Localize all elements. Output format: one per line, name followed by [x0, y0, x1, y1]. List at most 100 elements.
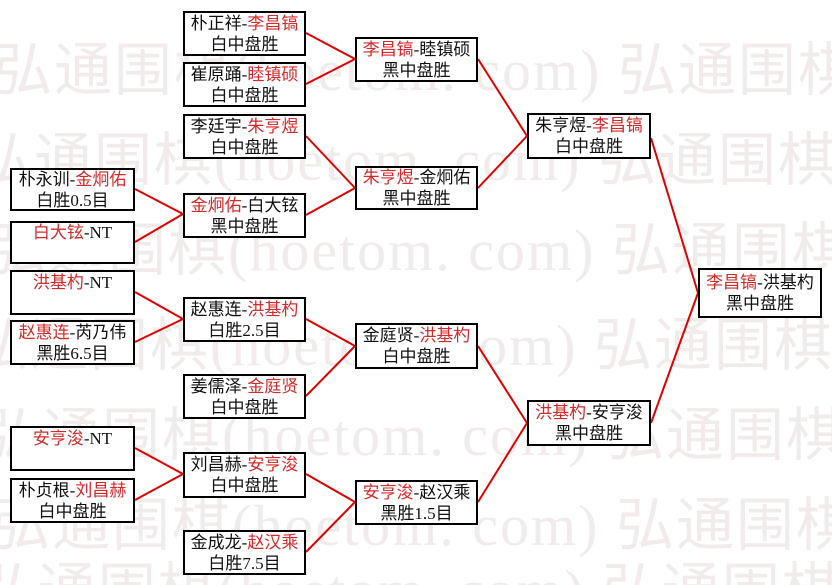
- bracket-connector-line: [477, 58, 528, 137]
- match-result: 黑中盘胜: [210, 216, 279, 236]
- bracket-connector-line: [305, 473, 356, 503]
- match-result: 白中盘胜: [210, 397, 279, 417]
- match-box: 金庭贤-洪基杓 白中盘胜: [355, 323, 478, 369]
- match-result: 黑胜1.5目: [380, 503, 453, 523]
- match-players: 朱亨煜-李昌镐: [535, 115, 643, 136]
- match-players: 朴正祥-李昌镐: [191, 13, 299, 34]
- player2-name: NT: [89, 272, 113, 292]
- bracket-connector-line: [305, 187, 356, 216]
- match-result: 黑中盘胜: [555, 424, 623, 443]
- match-players: 洪基杓-NT: [33, 272, 112, 293]
- bracket-connector-line: [477, 135, 528, 189]
- player1-name: 朱亨煜: [535, 116, 587, 135]
- match-box: 安亨浚-赵汉乘 黑胜1.5目: [355, 480, 478, 525]
- player-separator: -: [69, 480, 76, 500]
- player1-name: 李昌镐: [362, 39, 414, 59]
- match-result: 白中盘胜: [210, 476, 279, 495]
- match-players: 朱亨煜-金炯佑: [363, 167, 471, 188]
- player2-name: 安亨浚: [247, 455, 299, 474]
- player2-name: 芮乃伟: [75, 322, 127, 342]
- player-separator: -: [69, 322, 76, 342]
- match-players: 李廷宇-朱亨煜: [191, 116, 299, 137]
- player2-name: 安亨浚: [591, 403, 643, 422]
- match-box: 朴永训-金炯佑 白胜0.5目: [10, 168, 135, 211]
- player2-name: 洪基杓: [247, 299, 299, 319]
- match-players: 朴贞根-刘昌赫: [19, 480, 127, 501]
- player-separator: -: [241, 13, 248, 33]
- match-box: 朴正祥-李昌镐 白中盘胜: [183, 11, 306, 56]
- match-players: 李昌镐-睦镇硕: [363, 39, 471, 60]
- match-players: 金炯佑-白大铉: [191, 195, 299, 216]
- player1-name: 朴贞根: [18, 480, 70, 500]
- match-box: 朴贞根-刘昌赫 白中盘胜: [10, 478, 135, 523]
- player1-name: 李廷宇: [190, 116, 242, 136]
- player2-name: 赵汉乘: [247, 532, 299, 552]
- match-result: 白中盘胜: [210, 34, 279, 54]
- match-players: 姜儒泽-金庭贤: [191, 376, 299, 397]
- match-box: 刘昌赫-安亨浚 白中盘胜: [183, 452, 306, 498]
- match-result: 白中盘胜: [382, 347, 451, 366]
- player-separator: -: [83, 222, 90, 242]
- player1-name: 安亨浚: [32, 428, 84, 448]
- player2-name: 朱亨煜: [247, 116, 299, 136]
- match-box: 赵惠连-芮乃伟 黑胜6.5目: [10, 320, 135, 365]
- match-result: 黑中盘胜: [382, 60, 451, 80]
- player2-name: NT: [89, 222, 113, 242]
- player2-name: 白大铉: [247, 195, 299, 215]
- player1-name: 朴永训: [18, 169, 70, 189]
- bracket-connector-line: [134, 213, 184, 243]
- player1-name: 李昌镐: [706, 273, 758, 292]
- player-separator: -: [241, 116, 248, 136]
- bracket-connector-line: [477, 345, 528, 424]
- player1-name: 洪基杓: [535, 403, 587, 422]
- match-box: 姜儒泽-金庭贤 白中盘胜: [183, 374, 306, 419]
- match-box: 李昌镐-睦镇硕 黑中盘胜: [355, 37, 478, 82]
- match-players: 赵惠连-洪基杓: [191, 299, 299, 320]
- bracket-connector-line: [134, 291, 184, 320]
- player2-name: 李昌镐: [247, 13, 299, 33]
- match-players: 白大铉-NT: [33, 222, 112, 243]
- player-separator: -: [241, 376, 248, 396]
- bracket-connector-line: [305, 58, 356, 85]
- bracket-connector-line: [305, 32, 356, 60]
- player2-name: 李昌镐: [591, 116, 643, 135]
- match-box: 洪基杓-安亨浚 黑中盘胜: [527, 400, 651, 446]
- player2-name: 金庭贤: [247, 376, 299, 396]
- player-separator: -: [241, 299, 248, 319]
- match-players: 安亨浚-赵汉乘: [363, 482, 471, 503]
- player-separator: -: [586, 403, 592, 422]
- match-players: 安亨浚-NT: [33, 428, 112, 449]
- player-separator: -: [413, 482, 420, 502]
- bracket-connector-line: [134, 318, 184, 343]
- player2-name: 洪基杓: [762, 273, 814, 292]
- match-result: 黑中盘胜: [726, 294, 794, 313]
- match-box: 李廷宇-朱亨煜 白中盘胜: [183, 114, 306, 159]
- player-separator: -: [413, 39, 420, 59]
- match-players: 金成龙-赵汉乘: [191, 532, 299, 553]
- match-players: 洪基杓-安亨浚: [535, 402, 643, 423]
- player2-name: 赵汉乘: [419, 482, 471, 502]
- player-separator: -: [413, 168, 420, 187]
- match-box: 朱亨煜-金炯佑 黑中盘胜: [355, 166, 478, 210]
- match-result: 黑胜6.5目: [36, 343, 109, 363]
- player-separator: -: [241, 64, 248, 84]
- player2-name: 刘昌赫: [75, 480, 127, 500]
- player-separator: -: [241, 455, 248, 474]
- match-result: 白中盘胜: [555, 137, 623, 156]
- player2-name: 金炯佑: [419, 168, 471, 187]
- player2-name: 睦镇硕: [247, 64, 299, 84]
- bracket-connector-line: [134, 188, 184, 215]
- bracket-connector-line: [305, 501, 356, 553]
- match-result: 白中盘胜: [210, 137, 279, 157]
- bracket-connector-line: [305, 318, 356, 347]
- match-box: 洪基杓-NT: [10, 270, 135, 315]
- match-result: 白中盘胜: [210, 85, 279, 105]
- player-separator: -: [241, 195, 248, 215]
- bracket-connector-line: [477, 422, 528, 503]
- bracket-connector-line: [650, 292, 699, 424]
- player1-name: 洪基杓: [32, 272, 84, 292]
- player1-name: 金炯佑: [190, 195, 242, 215]
